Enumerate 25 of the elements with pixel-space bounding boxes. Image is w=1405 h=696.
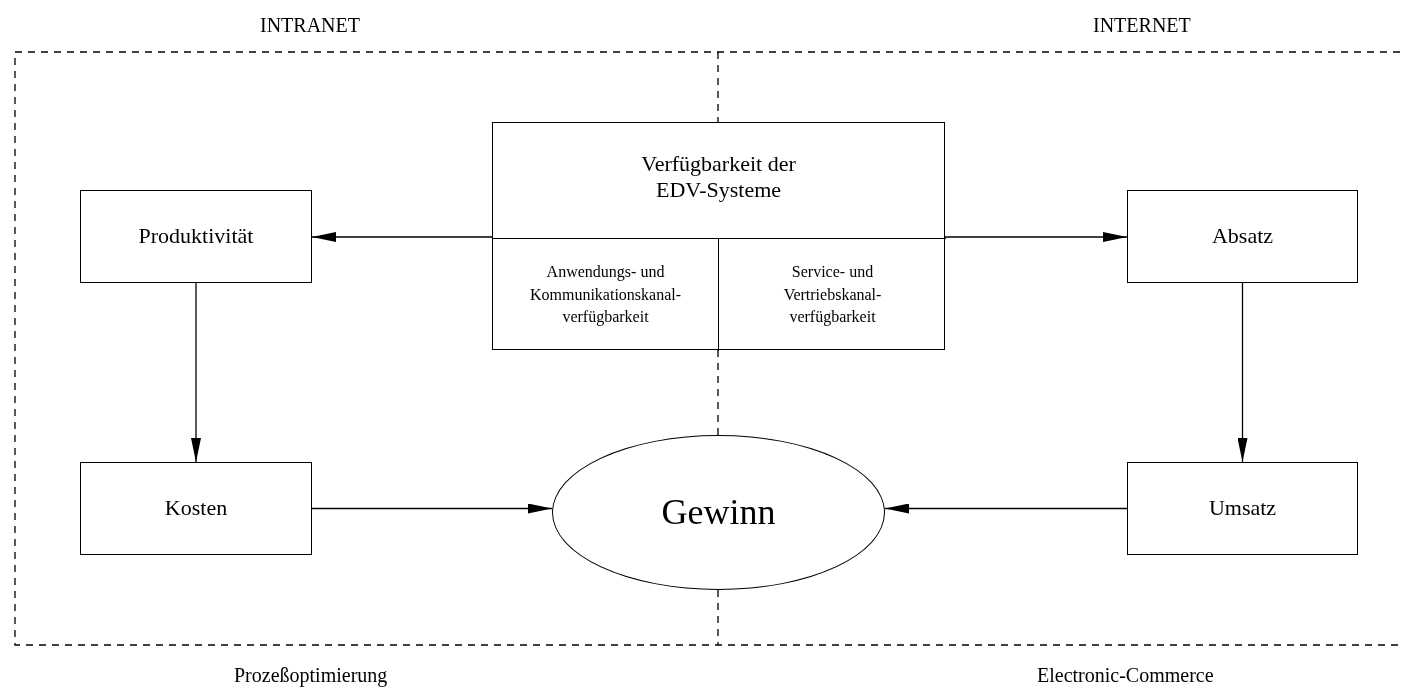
node-text: Produktivität <box>138 223 254 250</box>
zone-label: INTRANET <box>260 14 360 37</box>
arrow <box>944 232 1128 242</box>
node-text: Gewinn <box>661 490 776 534</box>
node-text: Kosten <box>164 495 228 522</box>
process-box <box>80 190 312 283</box>
arrow <box>884 503 1128 514</box>
arrow <box>311 232 493 242</box>
arrow <box>191 282 201 463</box>
node-text: Umsatz <box>1208 495 1277 522</box>
sub-box <box>493 238 719 351</box>
process-box <box>80 462 312 555</box>
process-box <box>1127 462 1358 555</box>
zone-caption: Prozeßoptimierung <box>234 664 388 687</box>
node-text: Service- und Vertriebskanal-verfügbarkeit <box>782 262 883 328</box>
process-box <box>492 122 945 350</box>
node-text: Anwendungs- und Kommunikationskanal-verfügbarkeit <box>528 262 683 328</box>
zone-label: INTERNET <box>1093 14 1191 37</box>
process-box <box>1127 190 1358 283</box>
arrow <box>311 503 553 514</box>
zone-caption: Electronic-Commerce <box>1037 664 1214 687</box>
arrow <box>1237 282 1248 463</box>
node-text: Verfügbarkeit der EDV-Systeme <box>640 151 797 204</box>
result-ellipse <box>552 435 885 590</box>
node-text: Absatz <box>1211 223 1274 250</box>
